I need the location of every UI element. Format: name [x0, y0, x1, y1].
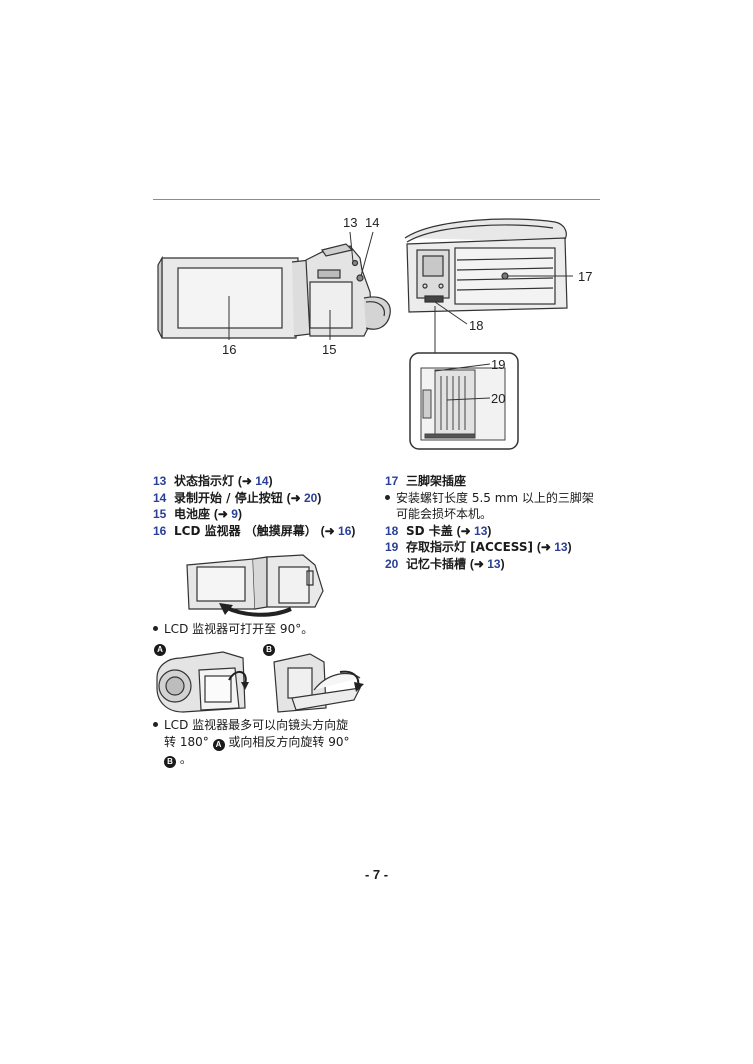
part-14: 14 录制开始 / 停止按钮 (➜ 20) [153, 490, 355, 507]
rotation-a-illustration [156, 651, 249, 713]
arrow-icon [219, 603, 233, 615]
leader-20 [446, 397, 491, 401]
part-name: 状态指示灯 [174, 474, 235, 488]
part-17-note: 安装螺钉长度 5.5 mm 以上的三脚架 [385, 490, 594, 507]
rotate-arrow-icon [241, 682, 249, 690]
part-number: 14 [153, 490, 167, 505]
part-17: 17 三脚架插座 [385, 473, 594, 490]
page-number: - 7 - [364, 867, 389, 882]
part-number: 15 [153, 507, 167, 521]
part-19: 19 存取指示灯 [ACCESS] (➜ 13) [385, 539, 594, 556]
callout-20: 20 [491, 391, 506, 406]
callout-15: 15 [322, 342, 337, 357]
header-rule [153, 199, 600, 200]
callout-14: 14 [365, 215, 380, 230]
part-name: SD 卡盖 [406, 523, 453, 538]
callout-18: 18 [469, 318, 484, 333]
badge-a: A [154, 644, 166, 656]
part-name: 存取指示灯 [ACCESS] [406, 540, 533, 554]
bullet-dot [153, 626, 158, 631]
note-line: 安装螺钉长度 5.5 mm 以上的三脚架 [396, 490, 594, 505]
open-arrow [224, 605, 292, 617]
part-13: 13 状态指示灯 (➜ 14) [153, 473, 355, 490]
page-reference[interactable]: (➜ 16) [320, 523, 356, 538]
badge-a-inline: A [212, 738, 225, 751]
camera-side-illustration [157, 231, 391, 340]
leader-19 [434, 363, 491, 372]
page-reference[interactable]: (➜ 13) [456, 523, 492, 538]
leader-13 [349, 231, 354, 263]
callout-16: 16 [222, 342, 237, 357]
part-name: 记忆卡插槽 [406, 556, 467, 571]
part-name: 录制开始 / 停止按钮 [174, 490, 283, 505]
part-number: 16 [153, 523, 167, 538]
part-number: 17 [385, 474, 399, 488]
page-reference[interactable]: (➜ 14) [237, 474, 273, 488]
bullet-dot [153, 722, 158, 727]
lcd-open-illustration [186, 554, 324, 617]
bullet-dot [385, 494, 390, 500]
page-reference[interactable]: (➜ 20) [286, 490, 322, 505]
note-lcd-rotate: LCD 监视器最多可以向镜头方向旋 转 180° A 或向相反方向旋转 90° … [153, 717, 389, 768]
callout-17: 17 [578, 269, 593, 284]
note-line: 可能会损坏本机。 [396, 507, 493, 521]
part-number: 13 [153, 474, 167, 488]
camera-bottom-illustration [404, 218, 573, 450]
parts-list-right: 17 三脚架插座 安装螺钉长度 5.5 mm 以上的三脚架 可能会损坏本机。 18… [385, 473, 594, 572]
part-name: 电池座 [174, 507, 211, 521]
arrow-icon: ➜ [290, 490, 301, 505]
part-number: 19 [385, 540, 399, 554]
arrow-icon: ➜ [460, 523, 471, 538]
page-reference[interactable]: (➜ 13) [469, 556, 505, 571]
part-20: 20 记忆卡插槽 (➜ 13) [385, 556, 594, 573]
arrow-icon: ➜ [473, 556, 484, 571]
callout-13: 13 [343, 215, 358, 230]
arrow-icon: ➜ [324, 523, 335, 538]
note-lcd-open: LCD 监视器可打开至 90°。 [153, 621, 313, 638]
part-number: 20 [385, 556, 399, 571]
parts-list-left: 13 状态指示灯 (➜ 14) 14 录制开始 / 停止按钮 (➜ 20) 15 电池… [153, 473, 355, 539]
part-name: LCD 监视器 （触摸屏幕） [174, 523, 317, 538]
arrow-icon: ➜ [217, 507, 228, 521]
callout-19: 19 [491, 357, 506, 372]
badge-b-inline: B [164, 755, 176, 768]
rotate-arrow-icon [354, 682, 364, 692]
rotation-b-illustration [273, 653, 364, 713]
part-18: 18 SD 卡盖 (➜ 13) [385, 523, 594, 540]
part-16: 16 LCD 监视器 （触摸屏幕） (➜ 16) [153, 523, 355, 540]
leader-14 [360, 231, 374, 277]
leader-18 [434, 301, 468, 325]
arrow-icon: ➜ [241, 474, 252, 488]
part-name: 三脚架插座 [406, 474, 467, 488]
note-line: LCD 监视器最多可以向镜头方向旋 [164, 718, 349, 732]
note-line: 转 180° A 或向相反方向旋转 90° [164, 734, 350, 751]
badge-b: B [263, 644, 275, 656]
page-reference[interactable]: (➜ 9) [213, 507, 242, 521]
part-17-note-cont: 可能会损坏本机。 [385, 506, 594, 523]
part-15: 15 电池座 (➜ 9) [153, 506, 355, 523]
page-reference[interactable]: (➜ 13) [536, 540, 572, 554]
arrow-icon: ➜ [540, 540, 551, 554]
note-line: B 。 [164, 751, 389, 768]
part-number: 18 [385, 523, 399, 538]
note-text: LCD 监视器可打开至 90°。 [164, 622, 314, 636]
